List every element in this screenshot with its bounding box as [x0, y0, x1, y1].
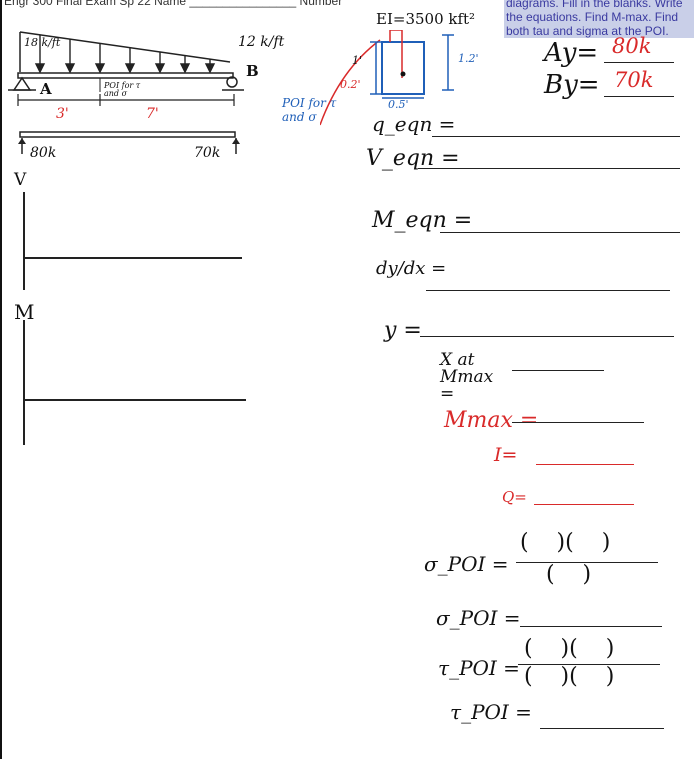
by-blank[interactable] [604, 96, 674, 97]
tau-poi-label: τ_POI = [438, 656, 520, 680]
y-blank[interactable] [420, 336, 674, 337]
dydx-label: dy/dx = [376, 258, 447, 279]
by-label: By= [544, 70, 600, 100]
instructions-note: diagrams. Fill in the blanks. Write the … [504, 0, 694, 38]
m-eqn-label: M_eqn = [372, 208, 473, 233]
height-dim-label: 1.2' [458, 52, 479, 65]
tau-fraction-bar [518, 664, 660, 665]
y-label: y = [384, 318, 422, 343]
sigma-poi-label: σ_POI = [424, 552, 509, 576]
load-outline [19, 31, 231, 63]
v-eqn-blank[interactable] [418, 168, 680, 169]
support-b-roller [226, 76, 238, 88]
v-eqn-label: V_eqn = [366, 146, 460, 171]
x-at-mmax-label: X at Mmax = [440, 350, 494, 404]
sigma-poi-blank[interactable] [520, 626, 662, 627]
dydx-blank[interactable] [426, 290, 670, 291]
vm-axes [23, 192, 246, 445]
page-edge [0, 0, 2, 759]
fbd-beam [19, 131, 236, 138]
q-eqn-label: q_eqn = [372, 112, 456, 136]
cross-section [320, 30, 454, 126]
beam-diagram [8, 31, 244, 154]
poi-offset-label: 0.2' [340, 78, 361, 91]
by-value: 70k [614, 68, 654, 92]
v-axis-label: V [14, 170, 27, 190]
tau-poi-blank[interactable] [540, 728, 664, 729]
reaction-b-value: 70k [194, 145, 221, 161]
sigma-poi-label-2: σ_POI = [436, 606, 521, 630]
sigma-numerator[interactable]: ( )( ) [520, 530, 611, 555]
tau-poi-label-2: τ_POI = [450, 700, 532, 724]
q-label: Q= [502, 488, 527, 506]
mmax-label: Mmax = [444, 408, 539, 433]
q-eqn-blank[interactable] [432, 136, 680, 137]
mmax-blank[interactable] [512, 422, 644, 423]
dim-right-label: 7' [146, 106, 159, 122]
sigma-denominator[interactable]: ( ) [546, 562, 592, 587]
support-a-pin [12, 76, 32, 91]
load-arrows [34, 35, 216, 74]
section-rectangle [381, 41, 425, 95]
beam [17, 72, 234, 79]
q-blank[interactable] [534, 504, 634, 505]
i-label: I= [494, 444, 518, 466]
load-right-label: 12 k/ft [238, 34, 285, 50]
i-blank[interactable] [536, 464, 634, 465]
poi-label-section: POI for τ and σ [282, 96, 337, 124]
m-eqn-blank[interactable] [440, 232, 680, 233]
m-axis-label: M [14, 300, 35, 324]
ei-label: EI=3500 kft² [376, 10, 476, 28]
reaction-a-value: 80k [30, 145, 57, 161]
poi-note-beam: POI for τ and σ [104, 81, 141, 98]
tau-numerator[interactable]: ( )( ) [524, 636, 615, 661]
width-dim-label: 0.5' [388, 98, 409, 111]
top-dim-label: 1' [352, 54, 363, 67]
tau-denominator[interactable]: ( )( ) [524, 664, 615, 689]
support-b-label: B [246, 62, 259, 80]
x-at-mmax-blank[interactable] [512, 370, 604, 371]
ay-blank[interactable] [604, 62, 674, 63]
load-left-label: 18 k/ft [24, 36, 61, 49]
poi-pointer-curve [320, 39, 381, 126]
ay-label: Ay= [544, 38, 599, 68]
header-text: Engr 300 Final Exam Sp 22 Name _________… [4, 0, 343, 8]
dim-left-label: 3' [56, 106, 69, 122]
ay-value: 80k [612, 34, 652, 58]
sigma-fraction-bar [516, 562, 658, 563]
support-a-label: A [40, 80, 52, 98]
